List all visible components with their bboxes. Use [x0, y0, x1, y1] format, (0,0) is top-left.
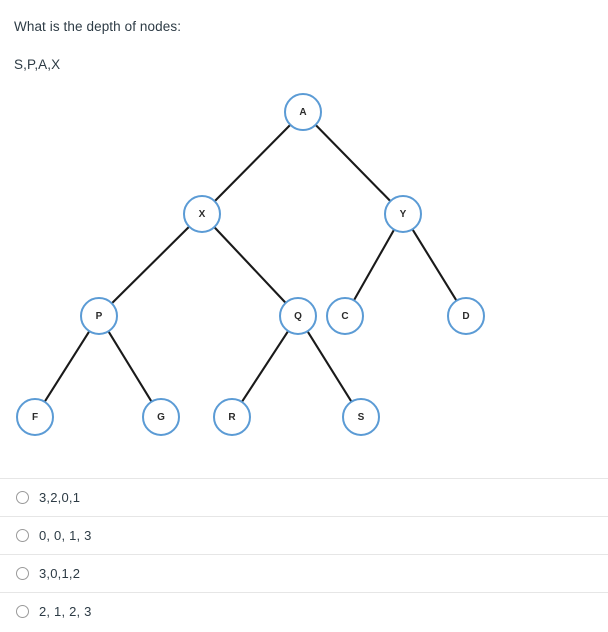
tree-edge — [306, 330, 353, 403]
radio-button-icon[interactable] — [16, 567, 29, 580]
tree-node-label: R — [228, 412, 236, 423]
answer-option-row[interactable]: 0, 0, 1, 3 — [0, 516, 608, 554]
tree-edge — [411, 228, 458, 302]
tree-node-circle — [213, 398, 251, 436]
answer-options-list: 3,2,0,1 0, 0, 1, 3 3,0,1,2 2, 1, 2, 3 — [0, 478, 608, 630]
answer-option-row[interactable]: 2, 1, 2, 3 — [0, 592, 608, 630]
tree-node-circle — [342, 398, 380, 436]
tree-node-label: A — [299, 107, 306, 118]
tree-node: S — [342, 398, 380, 436]
tree-node-label: S — [358, 412, 365, 423]
tree-edge — [314, 123, 392, 203]
answer-option-row[interactable]: 3,2,0,1 — [0, 478, 608, 516]
tree-node-circle — [384, 195, 422, 233]
tree-edge — [43, 330, 91, 403]
tree-node-label: Q — [294, 311, 302, 322]
radio-button-icon[interactable] — [16, 529, 29, 542]
tree-node-label: X — [199, 209, 206, 220]
tree-edge — [110, 225, 191, 305]
tree-node-label: Y — [400, 209, 407, 220]
tree-node: F — [16, 398, 54, 436]
tree-node: D — [447, 297, 485, 335]
tree-edge — [213, 226, 287, 304]
tree-node: Y — [384, 195, 422, 233]
tree-node-circle — [16, 398, 54, 436]
tree-edge — [107, 330, 153, 403]
tree-node: Q — [279, 297, 317, 335]
question-block: What is the depth of nodes: S,P,A,X — [0, 0, 608, 74]
tree-node-circle — [279, 297, 317, 335]
tree-node-circle — [284, 93, 322, 131]
tree-edge — [352, 228, 396, 302]
tree-node: C — [326, 297, 364, 335]
tree-diagram: A X Y P Q C D F G R S — [0, 80, 608, 465]
tree-node-label: F — [32, 412, 38, 423]
answer-option-label: 2, 1, 2, 3 — [39, 604, 92, 619]
tree-nodes: A X Y P Q C D F G R S — [16, 93, 485, 436]
answer-option-row[interactable]: 3,0,1,2 — [0, 554, 608, 592]
tree-node-circle — [142, 398, 180, 436]
tree-node-label: P — [96, 311, 103, 322]
tree-node-label: D — [462, 311, 469, 322]
tree-edges — [43, 123, 458, 403]
answer-option-label: 3,0,1,2 — [39, 566, 81, 581]
tree-node-circle — [183, 195, 221, 233]
tree-node-label: G — [157, 412, 165, 423]
tree-node-label: C — [341, 311, 348, 322]
question-subject: S,P,A,X — [14, 57, 61, 72]
tree-edge — [213, 123, 292, 203]
tree-node: X — [183, 195, 221, 233]
tree-node: G — [142, 398, 180, 436]
tree-svg: A X Y P Q C D F G R S — [16, 93, 485, 436]
tree-node-circle — [326, 297, 364, 335]
tree-node: P — [80, 297, 118, 335]
tree-node-circle — [80, 297, 118, 335]
answer-option-label: 3,2,0,1 — [39, 490, 81, 505]
answer-option-label: 0, 0, 1, 3 — [39, 528, 92, 543]
tree-node-circle — [447, 297, 485, 335]
tree-node: R — [213, 398, 251, 436]
tree-edge — [240, 330, 290, 403]
radio-button-icon[interactable] — [16, 491, 29, 504]
tree-node: A — [284, 93, 322, 131]
question-prompt: What is the depth of nodes: — [14, 19, 182, 34]
radio-button-icon[interactable] — [16, 605, 29, 618]
